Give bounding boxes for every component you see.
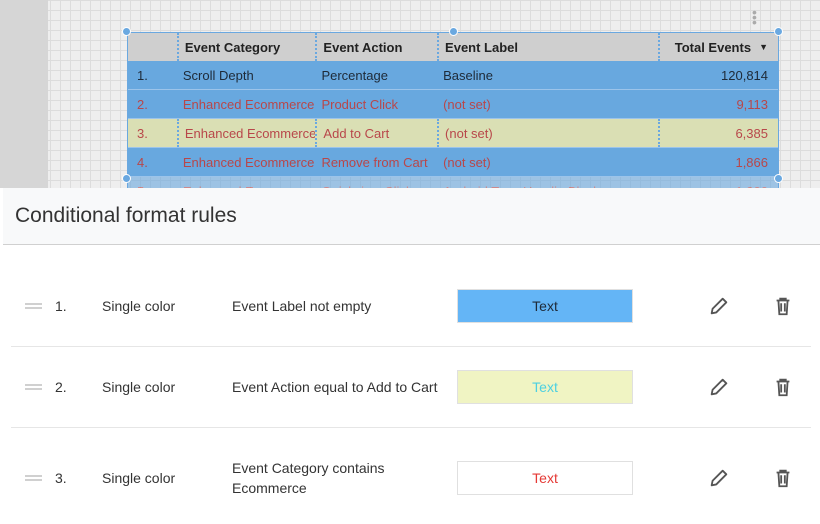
header-total-events[interactable]: Total Events ▼	[658, 33, 778, 61]
resize-handle[interactable]	[449, 27, 458, 36]
cell-label: Baseline	[443, 67, 493, 83]
rule-condition: Event Action equal to Add to Cart	[232, 379, 438, 395]
table-header: Event Category Event Action Event Label …	[128, 33, 778, 61]
row-index: 3.	[137, 125, 148, 141]
cell-label: (not set)	[443, 96, 491, 112]
rule-number: 3.	[55, 470, 67, 486]
more-options-icon[interactable]: •••	[752, 4, 757, 30]
conditional-format-panel: Conditional format rules	[3, 188, 820, 524]
cell-label: (not set)	[443, 154, 491, 170]
table-row[interactable]: 5. Enhanced Ecommerce Quickview Click An…	[128, 177, 778, 188]
resize-handle[interactable]	[774, 174, 783, 183]
cell-action: Remove from Cart	[321, 154, 428, 170]
rule-type: Single color	[102, 470, 176, 486]
header-event-label[interactable]: Event Label	[437, 33, 658, 61]
rule-type: Single color	[102, 379, 176, 395]
rule-style-preview: Text	[457, 370, 633, 404]
edit-pencil-icon[interactable]	[708, 376, 730, 398]
rule-number: 1.	[55, 298, 67, 314]
resize-handle[interactable]	[122, 27, 131, 36]
drag-handle-icon[interactable]	[25, 475, 42, 481]
header-index	[128, 33, 177, 61]
cell-action: Percentage	[321, 67, 388, 83]
drag-handle-icon[interactable]	[25, 384, 42, 390]
row-index: 5.	[128, 177, 177, 189]
header-event-action[interactable]: Event Action	[315, 33, 437, 61]
rule-style-preview: Text	[457, 289, 633, 323]
row-index: 4.	[137, 154, 148, 170]
cell-total: 1,220	[658, 177, 778, 189]
rule-style-preview: Text	[457, 461, 633, 495]
cell-category: Enhanced Ecommerce	[177, 177, 316, 189]
caret-down-icon[interactable]: ▼	[759, 42, 768, 52]
resize-handle[interactable]	[774, 27, 783, 36]
rule-condition: Event Label not empty	[232, 298, 372, 314]
delete-trash-icon[interactable]	[772, 295, 794, 317]
divider	[11, 427, 811, 428]
cell-action: Product Click	[321, 96, 399, 112]
delete-trash-icon[interactable]	[772, 467, 794, 489]
cell-label: (not set)	[437, 119, 658, 147]
cell-action: Add to Cart	[315, 119, 437, 147]
edit-pencil-icon[interactable]	[708, 295, 730, 317]
cell-category: Scroll Depth	[182, 67, 254, 83]
cell-total: 1,866	[735, 154, 769, 170]
data-table[interactable]: Event Category Event Action Event Label …	[127, 32, 779, 188]
divider	[11, 346, 811, 347]
rule-condition: Event Category contains Ecommerce	[232, 460, 385, 496]
table-row[interactable]: 1. Scroll Depth Percentage Baseline 120,…	[128, 61, 778, 90]
resize-handle[interactable]	[122, 174, 131, 183]
delete-trash-icon[interactable]	[772, 376, 794, 398]
cell-label: Android Tone Hoodie Black	[437, 177, 658, 189]
cell-total: 6,385	[658, 119, 778, 147]
panel-title: Conditional format rules	[3, 188, 820, 245]
rule-type: Single color	[102, 298, 176, 314]
row-index: 2.	[137, 96, 148, 112]
table-row[interactable]: 3. Enhanced Ecommerce Add to Cart (not s…	[128, 119, 778, 148]
cell-category: Enhanced Ecommerce	[176, 119, 315, 147]
header-event-category[interactable]: Event Category	[176, 33, 316, 61]
report-canvas: ••• Event Category Event Action Event La…	[0, 0, 820, 188]
cell-category: Enhanced Ecommerce	[182, 154, 315, 170]
cell-total: 120,814	[721, 67, 769, 83]
edit-pencil-icon[interactable]	[708, 467, 730, 489]
header-total-events-label: Total Events	[674, 39, 752, 55]
cell-category: Enhanced Ecommerce	[182, 96, 315, 112]
table-row[interactable]: 2. Enhanced Ecommerce Product Click (not…	[128, 90, 778, 119]
rule-number: 2.	[55, 379, 67, 395]
canvas-left-margin	[0, 0, 48, 188]
drag-handle-icon[interactable]	[25, 303, 42, 309]
cell-total: 9,113	[736, 96, 769, 112]
cell-action: Quickview Click	[315, 177, 437, 189]
table-row[interactable]: 4. Enhanced Ecommerce Remove from Cart (…	[128, 148, 778, 177]
row-index: 1.	[137, 67, 148, 83]
